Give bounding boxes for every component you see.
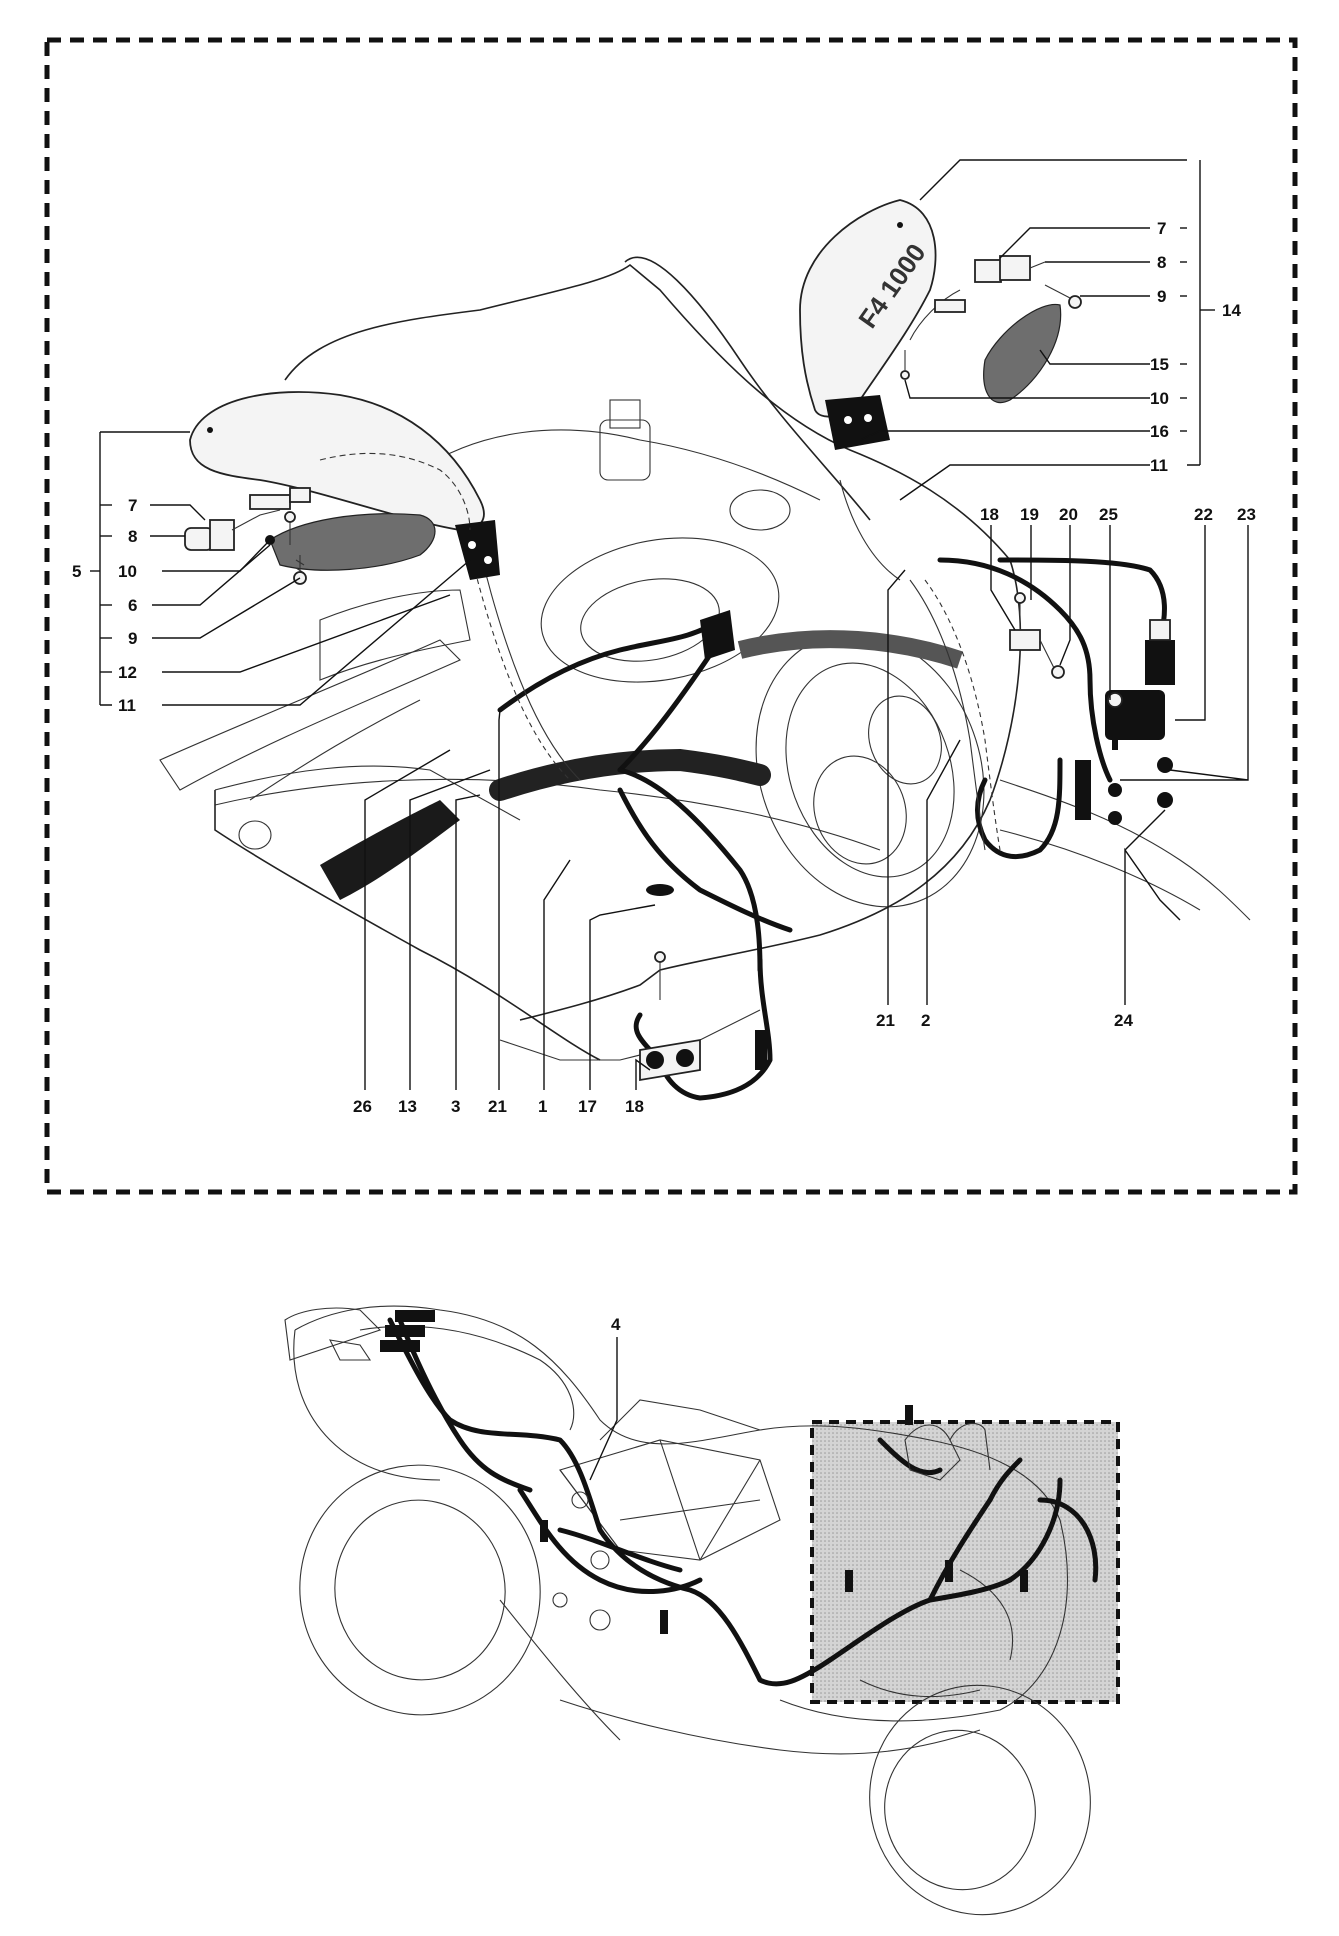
relay-parts xyxy=(1009,592,1175,825)
overview-bike xyxy=(284,1305,1120,1916)
callout-11-left: 11 xyxy=(118,696,136,715)
callout-17: 17 xyxy=(578,1097,597,1116)
callout-10-right: 10 xyxy=(1150,389,1169,408)
fairing-outline xyxy=(159,256,1251,1061)
callout-14: 14 xyxy=(1222,301,1241,320)
callout-21-left: 21 xyxy=(488,1097,507,1116)
callout-18-bottom: 18 xyxy=(625,1097,644,1116)
callout-12: 12 xyxy=(118,663,137,682)
detail-harness xyxy=(459,479,1167,1101)
callout-6: 6 xyxy=(128,596,137,615)
callout-5: 5 xyxy=(72,562,81,581)
callout-9-right: 9 xyxy=(1157,287,1166,306)
callout-18-top: 18 xyxy=(980,505,999,524)
callout-7-left: 7 xyxy=(128,496,137,515)
callout-9-left: 9 xyxy=(128,629,137,648)
callout-22: 22 xyxy=(1194,505,1213,524)
callout-15: 15 xyxy=(1150,355,1169,374)
callout-1: 1 xyxy=(538,1097,547,1116)
callout-19: 19 xyxy=(1020,505,1039,524)
callout-8-right: 8 xyxy=(1157,253,1166,272)
callout-3: 3 xyxy=(451,1097,460,1116)
callout-25: 25 xyxy=(1099,505,1118,524)
left-indicator-assembly xyxy=(184,391,500,585)
lower-connector xyxy=(639,884,701,1082)
callout-11-right: 11 xyxy=(1150,456,1168,475)
callout-7-right: 7 xyxy=(1157,219,1166,238)
leader-lines xyxy=(90,159,1249,1090)
callout-24: 24 xyxy=(1114,1011,1133,1030)
callout-20: 20 xyxy=(1059,505,1078,524)
callout-16: 16 xyxy=(1150,422,1169,441)
callout-13: 13 xyxy=(398,1097,417,1116)
detail-frame xyxy=(44,37,1298,1195)
callout-21-right: 21 xyxy=(876,1011,895,1030)
callout-26: 26 xyxy=(353,1097,372,1116)
callout-10-left: 10 xyxy=(118,562,137,581)
overview-callout-4: 4 xyxy=(611,1315,621,1334)
callout-2: 2 xyxy=(921,1011,930,1030)
overview-highlight-region xyxy=(810,1420,1120,1704)
callout-labels: 7 8 5 10 6 9 12 11 7 8 9 14 15 10 16 11 … xyxy=(72,219,1256,1116)
callout-23: 23 xyxy=(1237,505,1256,524)
right-indicator-assembly: F4 1000 xyxy=(799,199,1082,450)
callout-8-left: 8 xyxy=(128,527,137,546)
